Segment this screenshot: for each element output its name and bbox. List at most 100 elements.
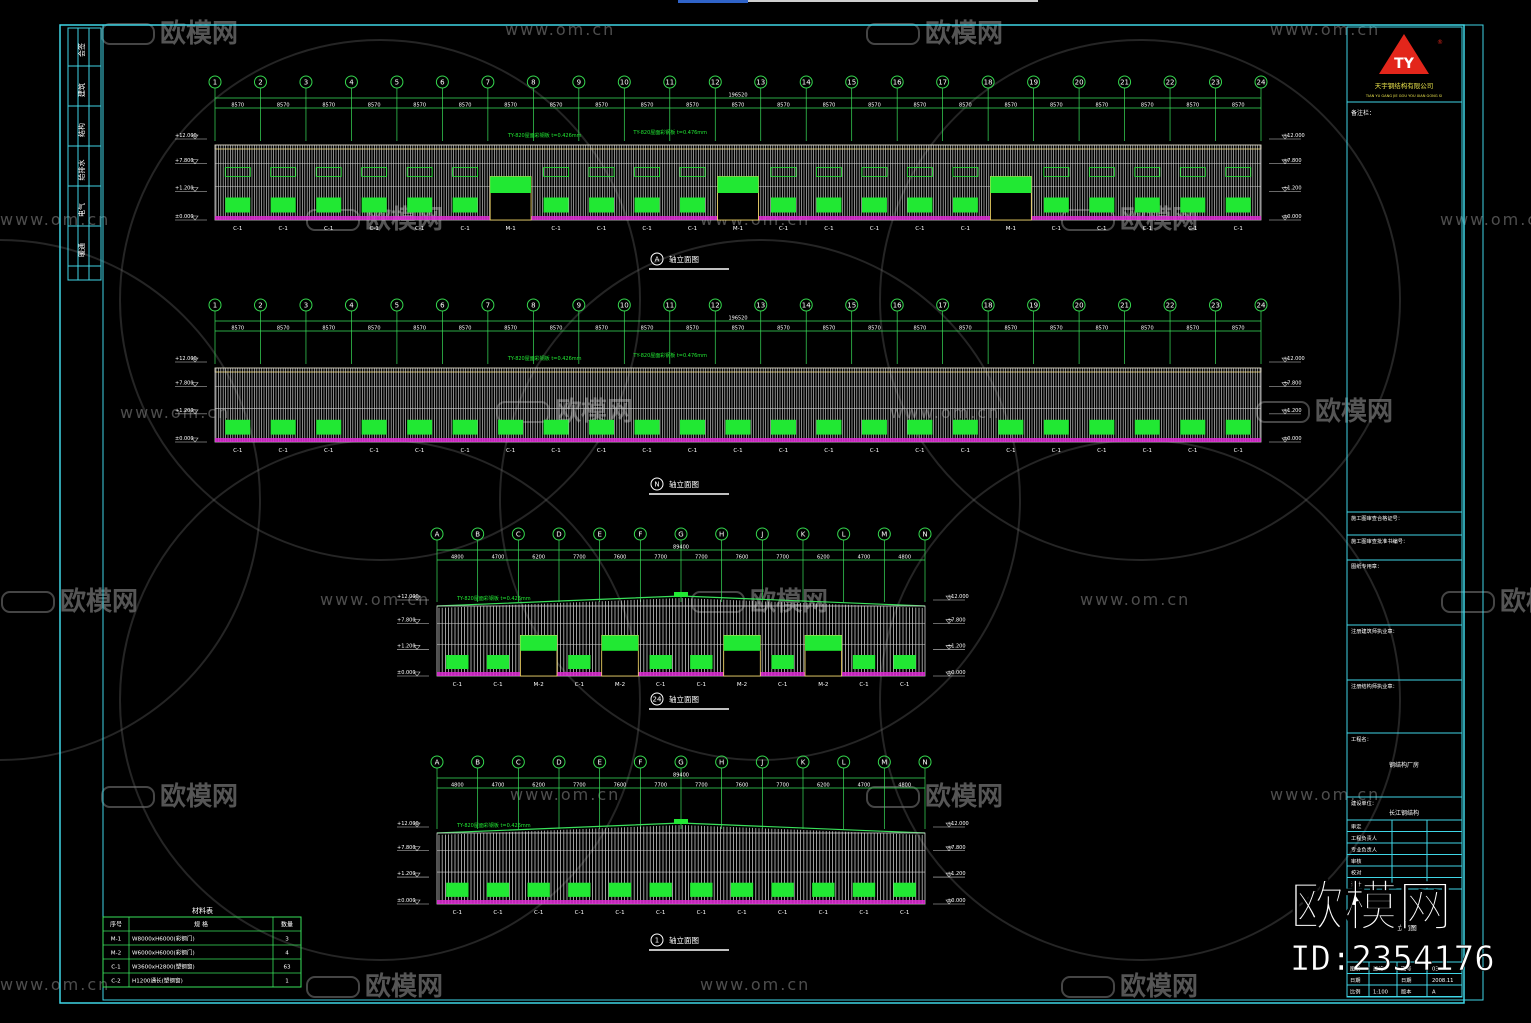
- meta-cell: 比例: [1350, 988, 1360, 996]
- dim-bay-label: 8570: [823, 326, 836, 332]
- dim-bay-label: 7700: [573, 783, 586, 789]
- level-label-right: +1.200: [947, 643, 966, 649]
- axis-label: 1: [213, 79, 217, 87]
- tab-indicator-active[interactable]: [678, 0, 748, 3]
- client-label: 建设单位：: [1351, 799, 1377, 807]
- window-upper: [1225, 167, 1252, 177]
- axis-label: 4: [349, 79, 354, 87]
- opening-label: C-1: [915, 448, 924, 454]
- level-mark-right: [945, 595, 953, 601]
- door-transom: [490, 176, 532, 193]
- axis-label: 6: [440, 302, 445, 310]
- opening-label: C-1: [733, 448, 742, 454]
- window: [816, 197, 842, 213]
- axis-bubble: [918, 755, 932, 769]
- opening-label: C-1: [688, 226, 697, 232]
- logo-letters: TY: [1394, 56, 1415, 72]
- dim-total-label: 89400: [673, 545, 689, 551]
- level-label-right: +12.000: [1283, 133, 1305, 139]
- level-label-right: +1.200: [947, 871, 966, 877]
- level-label-left: +7.800: [175, 381, 194, 387]
- watermark-brand: 欧模网: [1500, 586, 1531, 617]
- opening-label: C-1: [819, 910, 828, 916]
- level-label-left: +7.800: [175, 158, 194, 164]
- axis-label: 19: [1029, 302, 1038, 310]
- window: [316, 197, 342, 213]
- axis-label: 18: [984, 79, 993, 87]
- axis-bubble: [253, 298, 267, 312]
- strip-label: 会签: [77, 43, 86, 57]
- level-mark-left: [413, 872, 421, 878]
- axis-bubble: [796, 755, 810, 769]
- axis-bubble: [617, 75, 631, 89]
- axis-bubble: [1209, 75, 1223, 89]
- axis-label: N: [922, 759, 927, 767]
- axis-bubble: [253, 75, 267, 89]
- dim-bay-label: 4800: [451, 783, 464, 789]
- watermark-arc: [0, 239, 261, 761]
- window: [568, 655, 591, 669]
- watermark-site: www.om.cn: [120, 403, 230, 422]
- level-mark-left: [413, 671, 421, 677]
- dim-bay-label: 7600: [614, 783, 627, 789]
- axis-label: 23: [1211, 79, 1220, 87]
- opening-label: C-1: [859, 682, 868, 688]
- axis-label: 16: [893, 79, 902, 87]
- axis-bubble: [936, 75, 950, 89]
- window: [771, 655, 794, 669]
- table-header: 规 格: [194, 921, 208, 929]
- table-cell: W8000xH6000(彩钢门): [132, 935, 195, 943]
- axis-label: A: [435, 759, 440, 767]
- axis-bubble: [796, 527, 810, 541]
- roof-note: TY-820屋面彩钢板 t=0.426mm: [507, 355, 582, 362]
- company-name: 天宇钢结构有限公司: [1375, 81, 1434, 90]
- opening-label: C-1: [656, 910, 665, 916]
- opening-label: M-2: [615, 682, 625, 688]
- level-mark-left: [191, 215, 199, 221]
- dim-bay-label: 8570: [277, 103, 290, 109]
- strip-label: 暖通: [77, 243, 86, 257]
- level-mark-right: [945, 899, 953, 905]
- axis-bubble: [754, 75, 768, 89]
- table-cell: H1200通长(塑钢窗): [132, 977, 183, 985]
- window: [812, 882, 835, 897]
- opening-label: C-1: [870, 226, 879, 232]
- axis-bubble: [877, 527, 891, 541]
- opening-label: M-1: [505, 226, 515, 232]
- window-upper: [1179, 167, 1206, 177]
- axis-label: L: [842, 531, 846, 539]
- window: [649, 882, 672, 897]
- dim-bay-label: 8570: [959, 326, 972, 332]
- axis-bubble: [593, 527, 607, 541]
- window-upper: [1088, 167, 1115, 177]
- dim-total-label: 196520: [728, 316, 747, 322]
- registered-icon: ®: [1437, 39, 1443, 46]
- axis-label: 17: [938, 302, 947, 310]
- window: [452, 419, 478, 435]
- tb-row-label: 图纸专用章：: [1351, 562, 1382, 570]
- window: [1134, 197, 1160, 213]
- tab-indicator[interactable]: [748, 0, 1038, 2]
- window: [893, 882, 916, 897]
- window: [1043, 197, 1069, 213]
- axis-bubble: [1072, 298, 1086, 312]
- level-label-left: +7.800: [397, 618, 416, 624]
- axis-bubble: [1209, 298, 1223, 312]
- dim-total-label: 196520: [728, 93, 747, 99]
- dim-bay-label: 8570: [1050, 326, 1063, 332]
- axis-bubble: [708, 298, 722, 312]
- dim-bay-label: 4800: [898, 555, 911, 561]
- meta-cell: 1:100: [1373, 990, 1388, 996]
- opening-label: C-1: [575, 910, 584, 916]
- axis-bubble: [471, 755, 485, 769]
- level-label-right: +7.800: [1283, 381, 1302, 387]
- opening-label: C-1: [460, 226, 469, 232]
- roof-note: TY-820屋面彩钢板 t=0.476mm: [632, 352, 707, 359]
- dim-bay-label: 8570: [1005, 326, 1018, 332]
- axis-bubble: [511, 527, 525, 541]
- axis-bubble: [1027, 298, 1041, 312]
- dim-bay-label: 7600: [736, 555, 749, 561]
- caption-title: 轴立面图: [669, 254, 699, 264]
- opening-label: C-1: [859, 910, 868, 916]
- axis-bubble: [390, 75, 404, 89]
